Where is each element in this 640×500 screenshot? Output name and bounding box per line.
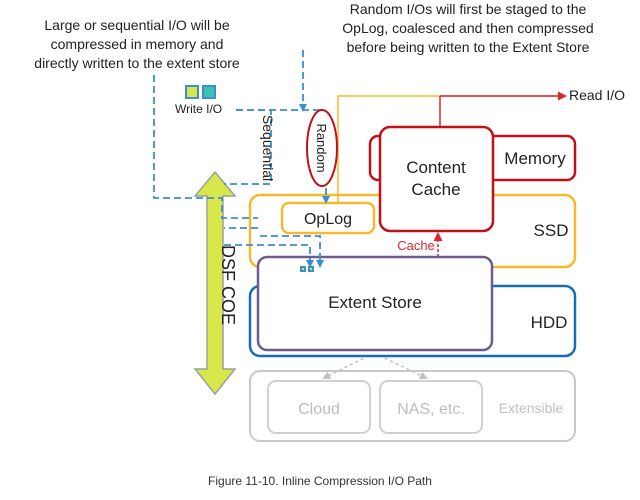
compressed-data-icon xyxy=(300,266,314,272)
large-io-path xyxy=(153,75,258,219)
oplog-label: OpLog xyxy=(304,211,352,228)
write-flows xyxy=(153,50,330,268)
right-note-line-2: OpLog, coalesced and then compressed xyxy=(342,20,593,36)
right-note-line-1: Random I/Os will first be staged to the xyxy=(350,1,587,17)
extent-to-nas-arrow xyxy=(373,352,428,380)
content-cache-label-line-2: Cache xyxy=(411,180,460,199)
extent-store-label: Extent Store xyxy=(328,293,422,312)
right-note-line-3: before being written to the Extent Store xyxy=(347,39,590,55)
write-io-label: Write I/O xyxy=(175,102,222,116)
nas-label: NAS, etc. xyxy=(397,401,465,418)
extensible-label: Extensible xyxy=(499,400,564,416)
write-io-icon xyxy=(185,85,216,99)
memory-label: Memory xyxy=(504,149,566,168)
extent-store-box xyxy=(256,255,494,352)
dsf-coe-label: DSF COE xyxy=(218,245,238,325)
hdd-label: HDD xyxy=(531,313,568,332)
to-extent-store-path xyxy=(224,244,314,268)
extensible-tier: Cloud NAS, etc. Extensible xyxy=(249,352,576,442)
nas-box xyxy=(379,380,483,434)
left-note-line-3: directly written to the extent store xyxy=(34,55,240,71)
read-io-label: Read I/O xyxy=(569,87,625,103)
cache-arrow-label: Cache xyxy=(397,238,435,253)
content-cache-box xyxy=(378,125,495,233)
cloud-label: Cloud xyxy=(298,401,340,418)
left-note-line-1: Large or sequential I/O will be xyxy=(44,17,229,33)
left-annotation: Large or sequential I/O will be compress… xyxy=(34,17,240,71)
figure-caption: Figure 11-10. Inline Compression I/O Pat… xyxy=(208,474,432,488)
ssd-label: SSD xyxy=(534,221,569,240)
random-oval xyxy=(306,109,338,187)
oplog-to-extent-path xyxy=(260,235,324,268)
content-cache-label-line-1: Content xyxy=(406,158,466,177)
left-note-line-2: compressed in memory and xyxy=(51,36,224,52)
right-annotation: Random I/Os will first be staged to the … xyxy=(342,1,593,55)
sequential-label: Sequential xyxy=(260,115,276,181)
cloud-box xyxy=(267,380,371,434)
dsf-coe-arrow: DSF COE xyxy=(193,170,238,396)
random-label: Random xyxy=(314,123,329,172)
